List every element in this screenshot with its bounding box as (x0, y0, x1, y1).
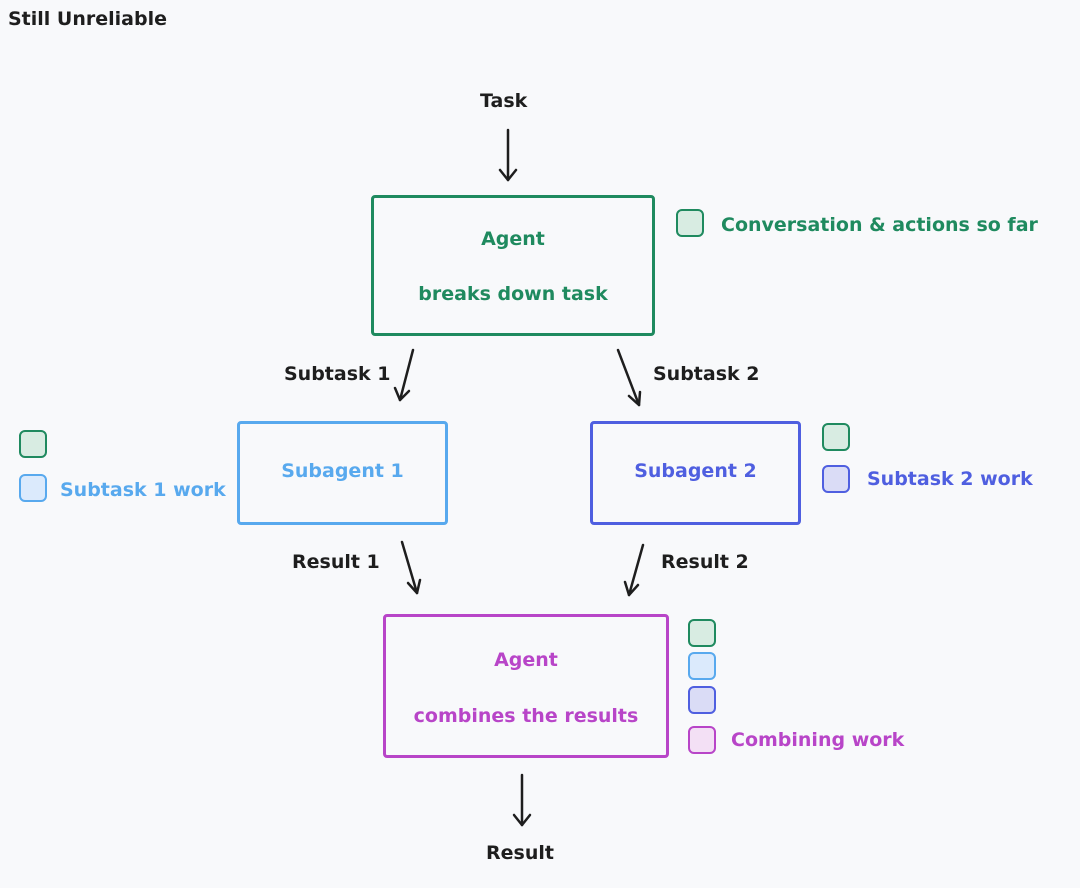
arrow-agent-to-subagent2 (616, 348, 642, 407)
subtask1-label: Subtask 1 (284, 363, 391, 385)
agent-breakdown-title: Agent (481, 228, 545, 250)
subagent1-box: Subagent 1 (237, 421, 448, 525)
light-blue-square-icon (19, 474, 47, 502)
green-square-icon (676, 209, 704, 237)
green-square-icon (19, 430, 47, 458)
diagram-title: Still Unreliable (8, 8, 167, 30)
result2-label: Result 2 (661, 551, 749, 573)
arrow-subagent1-to-agent (400, 540, 422, 595)
blue-square-icon (688, 686, 716, 714)
blue-square-icon (822, 465, 850, 493)
agent-combine-title: Agent (494, 649, 558, 671)
subagent2-title: Subagent 2 (634, 460, 757, 482)
subtask2-label: Subtask 2 (653, 363, 760, 385)
conversation-legend-label: Conversation & actions so far (721, 214, 1038, 236)
agent-combine-subtitle: combines the results (413, 705, 639, 727)
green-square-icon (822, 423, 850, 451)
subtask2-work-legend-label: Subtask 2 work (867, 468, 1033, 490)
light-blue-square-icon (688, 652, 716, 680)
arrow-task-to-agent (498, 128, 518, 182)
agent-breakdown-subtitle: breaks down task (418, 283, 608, 305)
agent-combine-box: Agent combines the results (383, 614, 669, 758)
combining-work-legend-label: Combining work (731, 729, 905, 751)
agent-breakdown-box: Agent breaks down task (371, 195, 655, 336)
subagent2-box: Subagent 2 (590, 421, 801, 525)
result-label: Result (486, 842, 554, 864)
arrow-agent-to-subagent1 (393, 348, 415, 402)
arrow-agent-to-result (512, 773, 532, 827)
result1-label: Result 1 (292, 551, 380, 573)
subtask1-work-legend-label: Subtask 1 work (60, 479, 226, 501)
green-square-icon (688, 619, 716, 647)
purple-square-icon (688, 726, 716, 754)
subagent1-title: Subagent 1 (281, 460, 404, 482)
task-label: Task (480, 90, 528, 112)
arrow-subagent2-to-agent (623, 543, 645, 597)
